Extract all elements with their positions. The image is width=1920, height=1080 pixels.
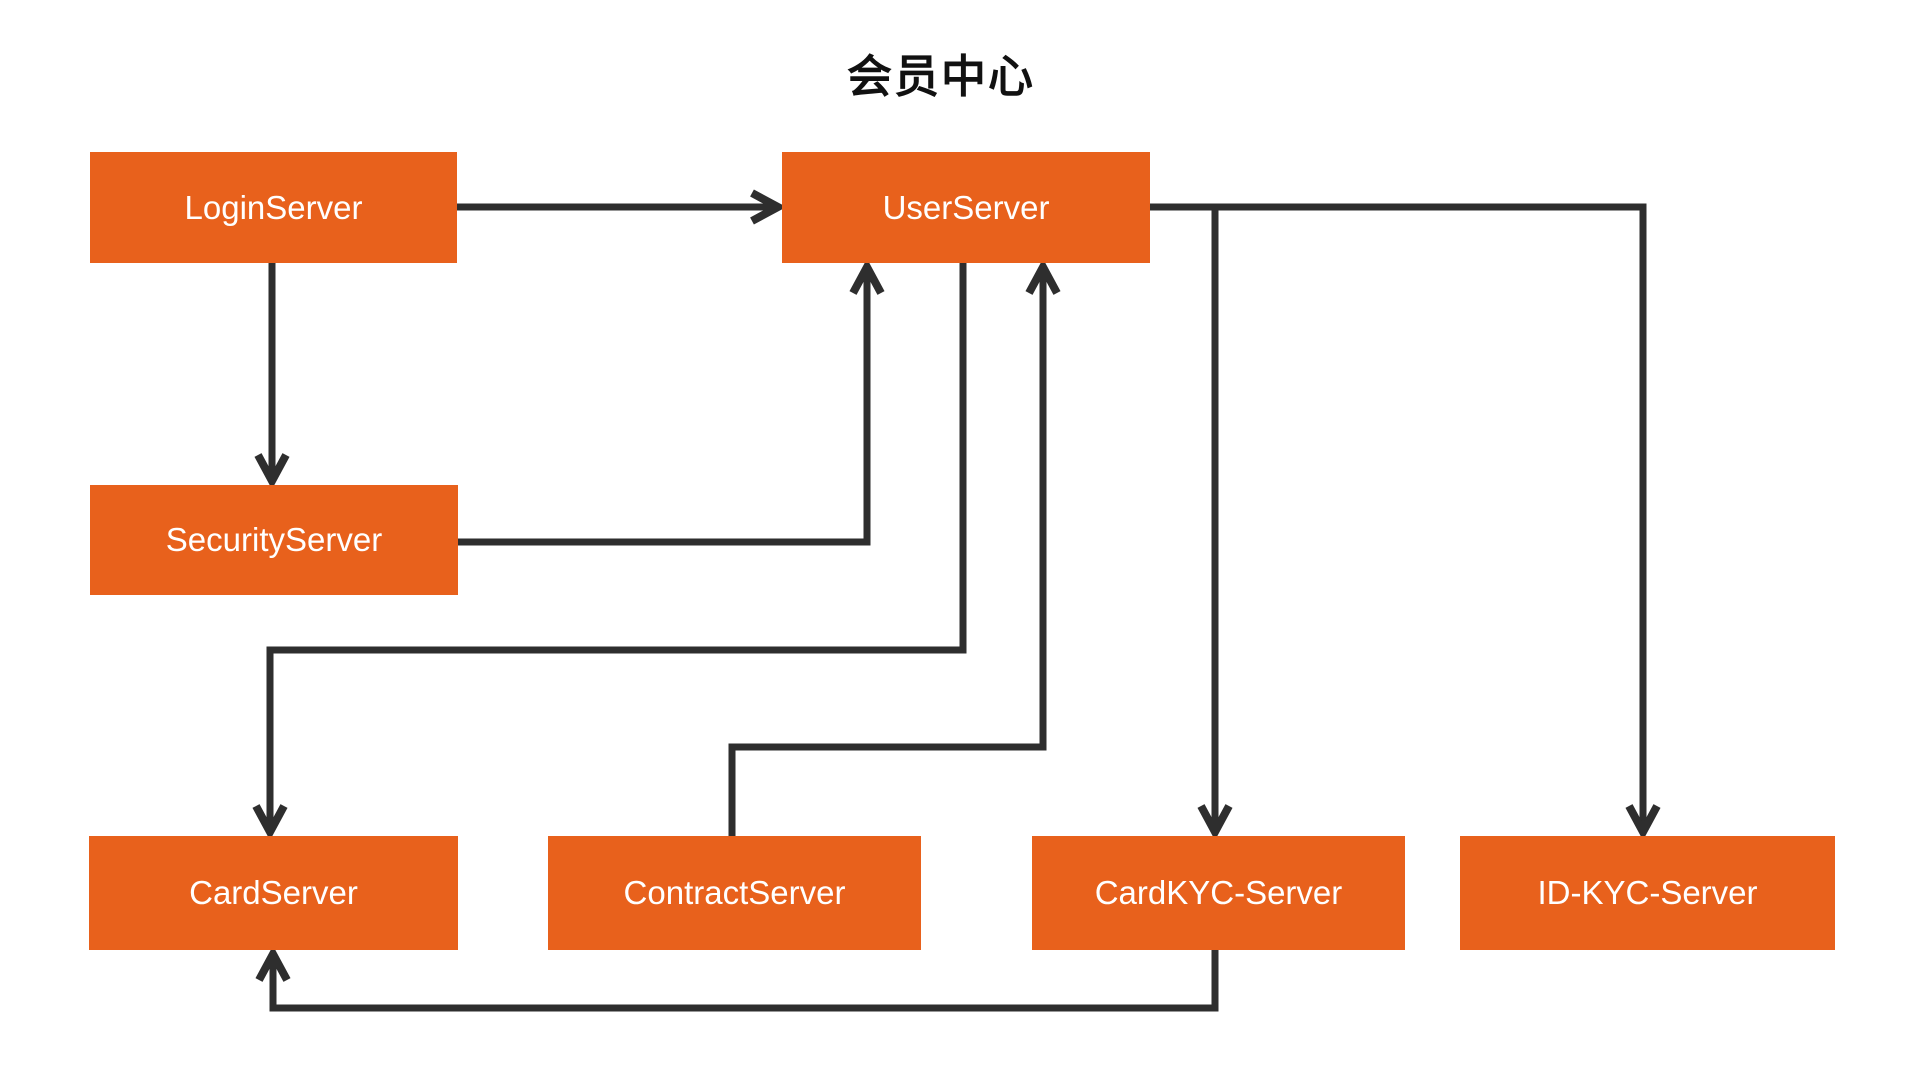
node-id-kyc-server: ID-KYC-Server [1460,836,1835,950]
arrowhead-cardkyc-server-to-cardserver-icon [255,945,291,982]
node-contractserver: ContractServer [548,836,921,950]
node-label-cardkyc-server: CardKYC-Server [1094,874,1343,911]
node-securityserver: SecurityServer [90,485,458,595]
node-label-userserver: UserServer [882,188,1050,226]
arrowhead-userserver-to-id-kyc-server-icon [1625,804,1661,841]
arrowhead-userserver-to-cardserver-icon [252,804,288,841]
arrowhead-loginserver-to-userserver-icon [750,189,787,225]
node-cardserver: CardServer [89,836,458,950]
edge-userserver-to-cardkyc-server [1150,203,1219,832]
node-label-loginserver: LoginServer [184,188,363,226]
node-label-cardserver: CardServer [189,874,358,911]
edge-userserver-to-cardserver [266,263,967,832]
node-label-id-kyc-server: ID-KYC-Server [1537,874,1758,911]
node-label-securityserver: SecurityServer [165,521,383,558]
arrowhead-userserver-to-cardkyc-server-icon [1197,804,1233,841]
edge-securityserver-to-userserver [458,267,871,546]
node-loginserver: LoginServer [90,152,457,263]
node-label-contractserver: ContractServer [623,874,846,911]
edge-cardkyc-server-to-cardserver [269,950,1219,1012]
arrowhead-loginserver-to-securityserver-icon [254,453,290,490]
edge-contractserver-to-userserver [728,267,1047,836]
arrowhead-contractserver-to-userserver-icon [1025,258,1061,295]
arrowhead-securityserver-to-userserver-icon [849,258,885,295]
edge-userserver-to-id-kyc-server [1150,203,1647,832]
node-userserver: UserServer [782,152,1150,263]
diagram-title: 会员中心 [846,51,1036,102]
node-cardkyc-server: CardKYC-Server [1032,836,1405,950]
